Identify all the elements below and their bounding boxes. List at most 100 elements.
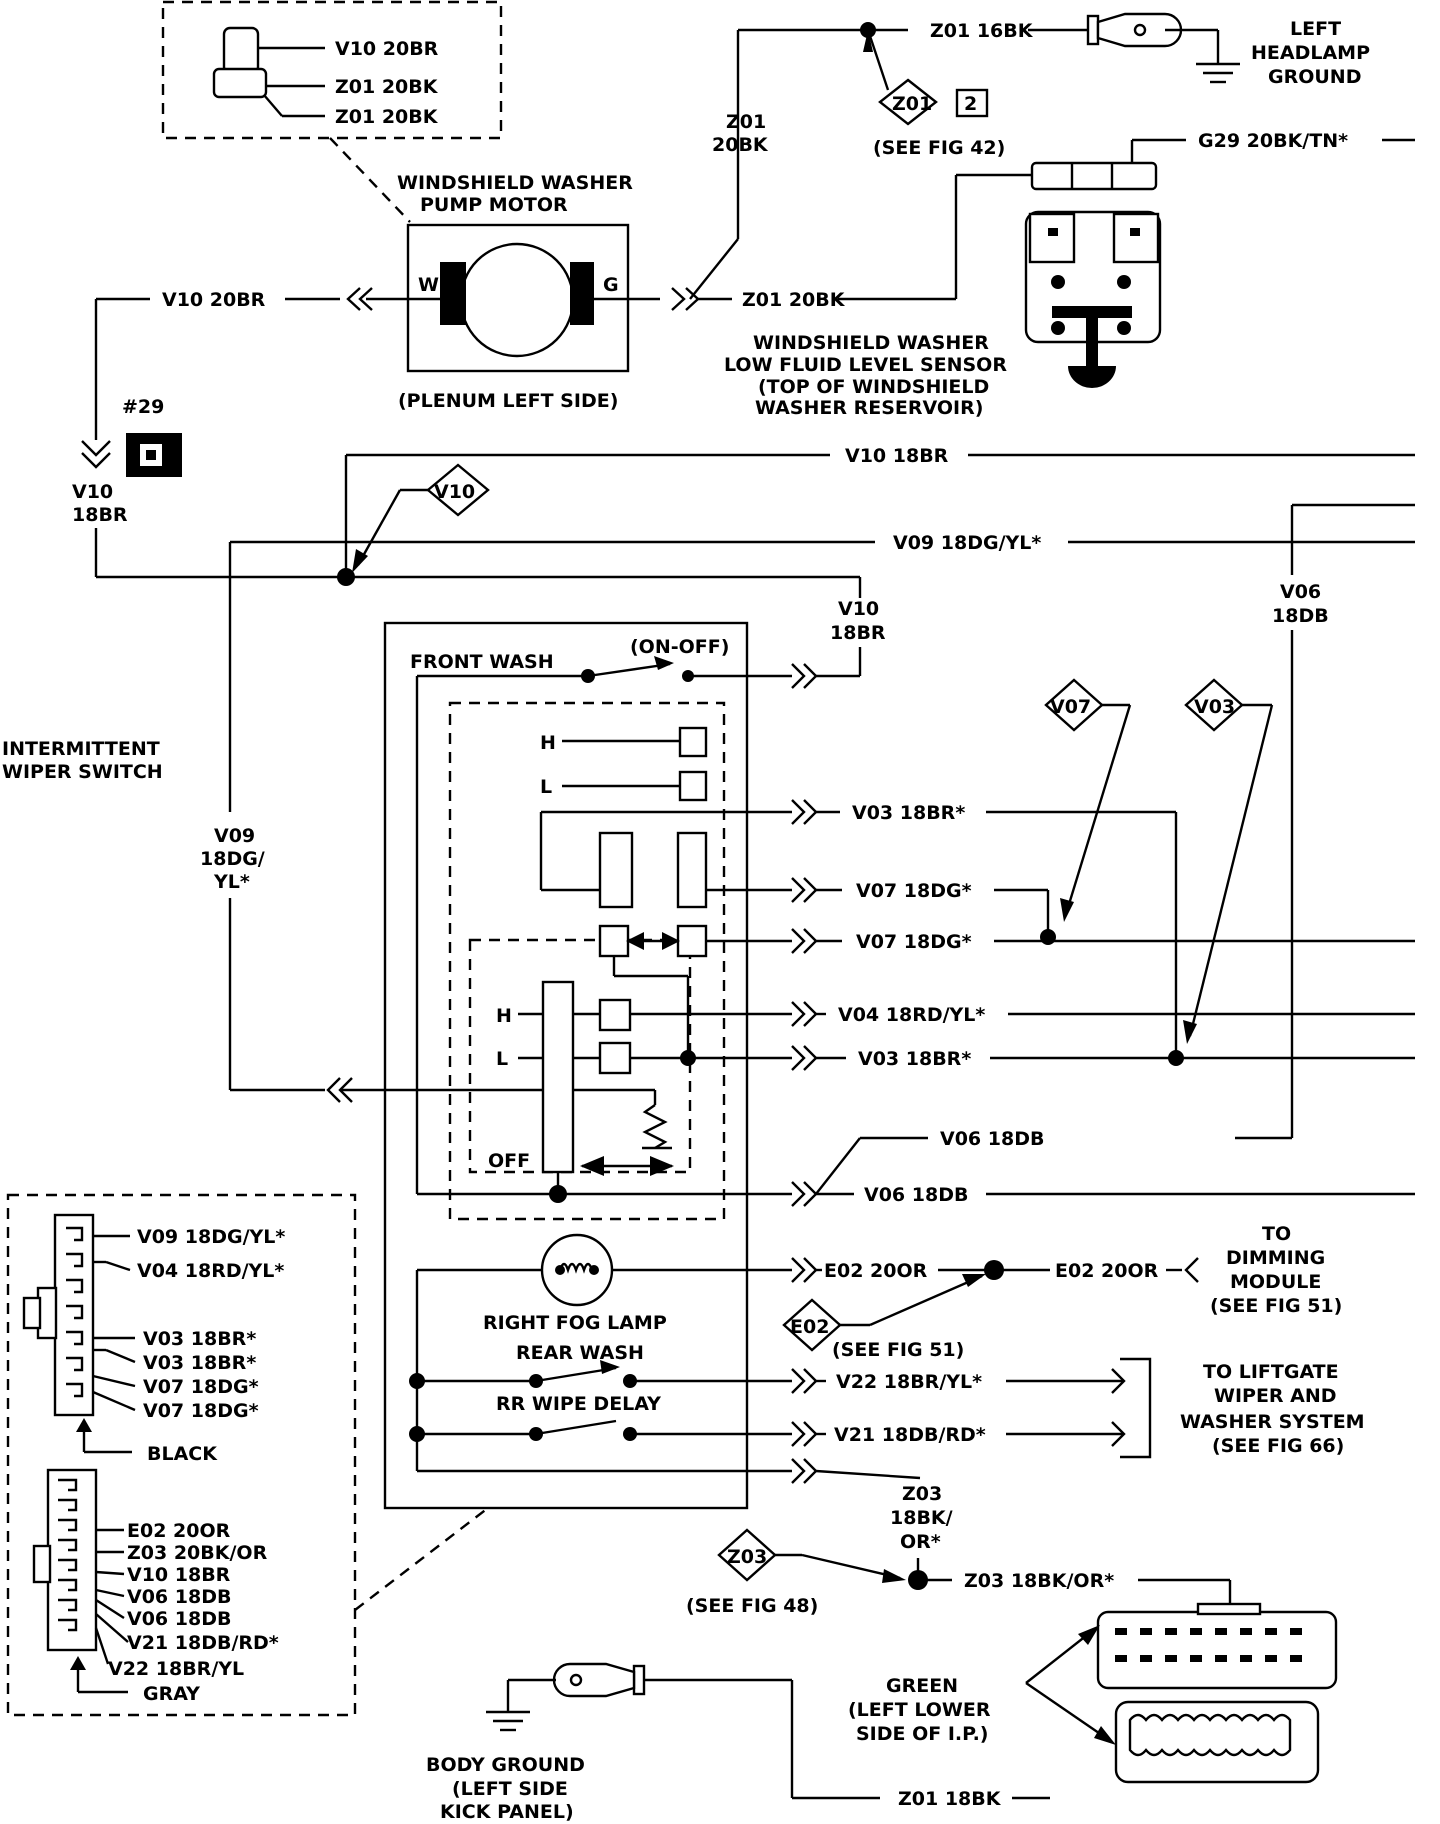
front-wash-onoff: (ON-OFF) xyxy=(630,636,729,658)
v10-20br-wire: V10 20BR V10 18BR xyxy=(72,287,862,598)
v21-label: V21 18DB/RD* xyxy=(834,1424,986,1446)
v07-18dg-a-label: V07 18DG* xyxy=(856,880,972,902)
body-ground-label-2: (LEFT SIDE xyxy=(452,1778,568,1800)
v10-18br-b-2: 18BR xyxy=(830,622,886,644)
v22-label: V22 18BR/YL* xyxy=(836,1371,982,1393)
liftgate-label-4: (SEE FIG 66) xyxy=(1212,1435,1344,1457)
v04-label: V04 18RD/YL* xyxy=(838,1004,985,1026)
connector-29: #29 xyxy=(122,396,182,477)
sensor-label-4: WASHER RESERVOIR) xyxy=(755,397,983,419)
switch-title-2: WIPER SWITCH xyxy=(2,761,163,783)
v09-label: V09 18DG/YL* xyxy=(893,532,1041,554)
gray-pin-6: V21 18DB/RD* xyxy=(127,1632,279,1654)
gray-pin-1: E02 20OR xyxy=(127,1520,231,1542)
switch-connector-inset: V09 18DG/YL* V04 18RD/YL* V03 18BR* V03 … xyxy=(6,1193,489,1717)
v07-splice-tag: V07 xyxy=(1050,696,1091,718)
rr-wipe-delay-label: RR WIPE DELAY xyxy=(496,1393,661,1415)
e02-splice-tag: E02 xyxy=(790,1316,829,1338)
v06-vert-1: V06 xyxy=(1280,581,1321,603)
gray-pin-4: V06 18DB xyxy=(127,1586,231,1608)
output-wires: V03 18BR* V07 18DG* V07 18DG* V04 18RD/Y… xyxy=(815,802,1415,1612)
pump-motor-title-2: PUMP MOTOR xyxy=(420,194,568,216)
gray-pin-5: V06 18DB xyxy=(127,1608,231,1630)
v10-18br-label: V10 18BR xyxy=(845,445,949,467)
v03-18br-a-label: V03 18BR* xyxy=(852,802,965,824)
v07-18dg-b-label: V07 18DG* xyxy=(856,931,972,953)
v03-splice-tag: V03 xyxy=(1194,696,1235,718)
switch-h-upper: H xyxy=(540,732,556,754)
pump-terminal-w: W xyxy=(418,274,439,296)
liftgate-label-1: TO LIFTGATE xyxy=(1203,1361,1339,1383)
v10-18br-vert-1: V10 xyxy=(72,481,113,503)
left-headlamp-ground: Z01 16BK LEFT HEADLAMP GROUND Z01 2 (SEE… xyxy=(860,12,1370,159)
e02-20or-a-label: E02 20OR xyxy=(824,1260,928,1282)
black-pin-2: V04 18RD/YL* xyxy=(137,1260,284,1282)
body-ground-label-1: BODY GROUND xyxy=(426,1754,585,1776)
pump-location: (PLENUM LEFT SIDE) xyxy=(398,390,618,412)
z03-see-fig-48: (SEE FIG 48) xyxy=(686,1595,818,1617)
z01-16bk-label: Z01 16BK xyxy=(930,20,1034,42)
switch-output-arrows xyxy=(791,799,818,1484)
liftgate-label-3: WASHER SYSTEM xyxy=(1180,1411,1365,1433)
switch-l-upper: L xyxy=(540,776,552,798)
wiper-switch-box: FRONT WASH (ON-OFF) V10 18BR H L xyxy=(383,598,886,1510)
switch-h-lower: H xyxy=(496,1005,512,1027)
low-fluid-level-sensor: G29 20BK/TN* WINDSHIELD WASHER LOW FLUID… xyxy=(724,130,1415,419)
z03-splice: Z03 (SEE FIG 48) xyxy=(686,1528,906,1617)
z01-20bk-vert-2: 20BK xyxy=(712,134,769,156)
green-label-3: SIDE OF I.P.) xyxy=(856,1723,989,1745)
sensor-label-1: WINDSHIELD WASHER xyxy=(753,332,989,354)
liftgate-label: TO LIFTGATE WIPER AND WASHER SYSTEM (SEE… xyxy=(1180,1361,1365,1457)
switch-title-1: INTERMITTENT xyxy=(2,738,160,760)
switch-off-label: OFF xyxy=(488,1150,530,1172)
green-label-2: (LEFT LOWER xyxy=(848,1699,991,1721)
e02-20or-b-label: E02 20OR xyxy=(1055,1260,1159,1282)
body-ground: Z01 18BK BODY GROUND (LEFT SIDE KICK PAN… xyxy=(426,1662,1050,1823)
black-conn-color: BLACK xyxy=(147,1443,218,1465)
v10-splice-tag: V10 xyxy=(434,481,475,503)
pump-motor-title-1: WINDSHIELD WASHER xyxy=(397,172,633,194)
black-pin-6: V07 18DG* xyxy=(143,1400,259,1422)
z03-label: Z03 18BK/OR* xyxy=(964,1570,1114,1592)
dimming-label-1: TO xyxy=(1262,1223,1291,1245)
pump-conn-pin-2: Z01 20BK xyxy=(335,76,439,98)
z01-splice-num: 2 xyxy=(964,93,977,115)
pump-conn-pin-1: V10 20BR xyxy=(335,38,439,60)
sensor-label-2: LOW FLUID LEVEL SENSOR xyxy=(724,354,1007,376)
v09-vert-1: V09 xyxy=(214,825,255,847)
rear-wash-label: REAR WASH xyxy=(516,1342,644,1364)
g29-label: G29 20BK/TN* xyxy=(1198,130,1348,152)
v10-18br-vert-2: 18BR xyxy=(72,504,128,526)
black-pin-4: V03 18BR* xyxy=(143,1352,256,1374)
dimming-module-label: TO DIMMING MODULE (SEE FIG 51) xyxy=(1210,1223,1342,1317)
v10-18br-wire: V10 18BR V10 xyxy=(337,445,1415,586)
gray-conn-color: GRAY xyxy=(143,1683,200,1705)
body-ground-label-3: KICK PANEL) xyxy=(440,1801,574,1823)
connector-29-label: #29 xyxy=(122,396,164,418)
v09-vert-2: 18DG/ xyxy=(200,848,265,870)
v06-vert-wire: V06 18DB xyxy=(1235,503,1415,1140)
v09-vert-3: YL* xyxy=(213,871,250,893)
z03-vert-1: Z03 xyxy=(902,1483,942,1505)
v06-vert-2: 18DB xyxy=(1272,605,1329,627)
z03-vert-2: 18BK/ xyxy=(890,1507,953,1529)
black-pin-1: V09 18DG/YL* xyxy=(137,1226,285,1248)
v09-wire: V09 18DG/YL* V09 18DG/ YL* xyxy=(200,532,1415,1150)
pump-connector-inset: V10 20BR Z01 20BK Z01 20BK xyxy=(161,0,503,223)
z01-18bk-label: Z01 18BK xyxy=(898,1788,1002,1810)
dimming-label-3: MODULE xyxy=(1230,1271,1321,1293)
dimming-label-4: (SEE FIG 51) xyxy=(1210,1295,1342,1317)
liftgate-label-2: WIPER AND xyxy=(1214,1385,1337,1407)
z01-splice-tag: Z01 xyxy=(892,93,932,115)
left-headlamp-label-1: LEFT xyxy=(1290,18,1341,40)
gray-pin-3: V10 18BR xyxy=(127,1564,231,1586)
z01-20bk-wire: Z01 20BK Z01 20BK xyxy=(671,28,1032,311)
left-headlamp-label-3: GROUND xyxy=(1268,66,1361,88)
z03-vert-3: OR* xyxy=(900,1531,941,1553)
gray-pin-2: Z03 20BK/OR xyxy=(127,1542,268,1564)
e02-see-fig-51: (SEE FIG 51) xyxy=(832,1339,964,1361)
e02-splice: E02 (SEE FIG 51) xyxy=(782,1274,986,1361)
z01-20bk-vert-1: Z01 xyxy=(726,111,766,133)
switch-l-lower: L xyxy=(496,1048,508,1070)
